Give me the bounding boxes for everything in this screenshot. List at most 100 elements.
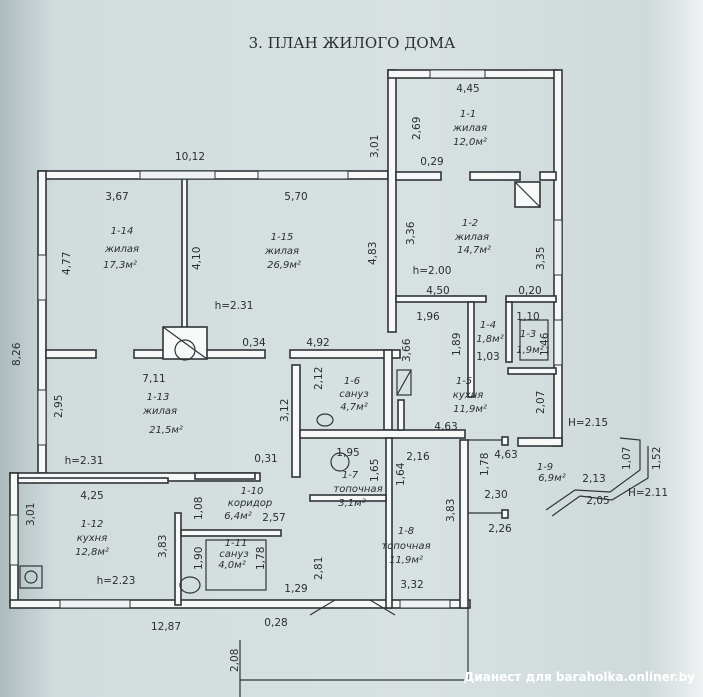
svg-text:1,29: 1,29: [284, 583, 307, 595]
svg-text:8,26: 8,26: [11, 342, 23, 366]
svg-text:2,05: 2,05: [586, 495, 609, 507]
svg-text:1-8: 1-8: [398, 526, 414, 537]
svg-text:1,90: 1,90: [193, 547, 205, 570]
room-1-9: 1-96,9м²: [537, 462, 566, 484]
svg-text:1,95: 1,95: [336, 447, 359, 459]
svg-text:3,35: 3,35: [535, 247, 547, 270]
svg-text:1-4: 1-4: [480, 320, 496, 331]
svg-text:3,83: 3,83: [445, 499, 457, 522]
svg-text:11,9м²: 11,9м²: [389, 555, 423, 566]
svg-text:0,20: 0,20: [518, 285, 541, 297]
svg-text:0,29: 0,29: [420, 156, 443, 168]
svg-text:3,67: 3,67: [105, 191, 128, 203]
svg-text:12,87: 12,87: [151, 621, 181, 633]
plan-title: 3. ПЛАН ЖИЛОГО ДОМА: [249, 34, 456, 52]
svg-text:2,30: 2,30: [484, 489, 507, 501]
svg-text:2,57: 2,57: [262, 512, 285, 524]
svg-text:6,4м²: 6,4м²: [224, 511, 251, 522]
svg-text:топочная: топочная: [333, 484, 382, 495]
svg-text:1-7: 1-7: [342, 470, 359, 481]
svg-text:4,7м²: 4,7м²: [340, 402, 367, 413]
svg-text:1,08: 1,08: [193, 497, 205, 520]
room-1-8: 1-8 топочная 11,9м²: [381, 526, 430, 566]
svg-text:1-15: 1-15: [271, 232, 294, 243]
svg-text:4,92: 4,92: [306, 337, 329, 349]
svg-text:1-2: 1-2: [462, 218, 478, 229]
interior-walls: [17, 171, 557, 609]
svg-text:1,78: 1,78: [255, 547, 267, 570]
room-1-3: 1-31,9м²: [516, 329, 543, 356]
svg-text:коридор: коридор: [228, 498, 272, 509]
svg-text:12,8м²: 12,8м²: [75, 547, 109, 558]
svg-text:2,08: 2,08: [229, 649, 241, 672]
svg-text:1-10: 1-10: [241, 486, 264, 497]
room-1-15: 1-15 жилая 26,9м²: [264, 232, 301, 271]
svg-text:0,31: 0,31: [254, 453, 277, 465]
svg-text:сануз: сануз: [339, 389, 368, 400]
svg-text:3,32: 3,32: [400, 579, 423, 591]
svg-text:4,25: 4,25: [80, 490, 103, 502]
svg-text:1,96: 1,96: [416, 311, 440, 323]
svg-text:1,03: 1,03: [476, 351, 499, 363]
svg-text:h=2.00: h=2.00: [413, 265, 452, 277]
svg-text:H=2.11: H=2.11: [628, 487, 668, 499]
svg-text:жилая: жилая: [142, 406, 177, 417]
svg-text:3,01: 3,01: [369, 135, 381, 158]
svg-text:1,89: 1,89: [451, 333, 463, 356]
svg-text:2,16: 2,16: [406, 451, 430, 463]
svg-text:3,83: 3,83: [157, 535, 169, 558]
svg-text:h=2.23: h=2.23: [97, 575, 136, 587]
svg-text:0,28: 0,28: [264, 617, 287, 629]
fixtures: [19, 181, 549, 594]
svg-text:1,46: 1,46: [539, 332, 551, 356]
svg-text:1,10: 1,10: [516, 311, 539, 323]
svg-text:1,07: 1,07: [621, 447, 633, 470]
room-1-1: 1-1 жилая 12,0м²: [452, 109, 487, 148]
svg-text:1-6: 1-6: [344, 376, 360, 387]
svg-text:1-11: 1-11: [225, 538, 248, 549]
svg-text:2,81: 2,81: [313, 557, 325, 580]
svg-text:3,1м²: 3,1м²: [338, 498, 365, 509]
svg-text:2,69: 2,69: [411, 117, 423, 140]
svg-text:4,83: 4,83: [367, 242, 379, 265]
svg-text:топочная: топочная: [381, 541, 430, 552]
svg-text:1,8м²: 1,8м²: [476, 334, 503, 345]
windows: [9, 69, 563, 609]
svg-text:2,26: 2,26: [488, 523, 512, 535]
svg-text:26,9м²: 26,9м²: [267, 260, 301, 271]
svg-text:12,0м²: 12,0м²: [453, 137, 487, 148]
svg-text:4,45: 4,45: [456, 83, 479, 95]
svg-text:21,5м²: 21,5м²: [149, 425, 183, 436]
svg-text:1-13: 1-13: [147, 392, 170, 403]
room-1-6: 1-6 сануз 4,7м²: [339, 376, 368, 413]
svg-text:17,3м²: 17,3м²: [103, 260, 137, 271]
svg-text:сануз: сануз: [219, 549, 248, 560]
room-1-7: 1-7 топочная 3,1м²: [333, 470, 382, 509]
svg-text:жилая: жилая: [104, 244, 139, 255]
svg-text:3,12: 3,12: [279, 399, 291, 422]
svg-text:4,0м²: 4,0м²: [218, 560, 245, 571]
svg-text:h=2.31: h=2.31: [65, 455, 104, 467]
svg-text:14,7м²: 14,7м²: [457, 245, 491, 256]
svg-text:1-1: 1-1: [460, 109, 476, 120]
svg-text:жилая: жилая: [264, 246, 299, 257]
svg-text:кухня: кухня: [77, 533, 107, 544]
svg-text:H=2.15: H=2.15: [568, 417, 608, 429]
svg-text:6,9м²: 6,9м²: [538, 473, 565, 484]
svg-text:0,34: 0,34: [242, 337, 266, 349]
svg-text:10,12: 10,12: [175, 151, 205, 163]
svg-text:жилая: жилая: [452, 123, 487, 134]
svg-text:1-5: 1-5: [456, 376, 472, 387]
svg-text:1,52: 1,52: [651, 447, 663, 470]
svg-text:1,64: 1,64: [395, 462, 407, 486]
room-1-4: 1-4 1,8м²: [476, 320, 503, 345]
svg-text:1-9: 1-9: [537, 462, 553, 473]
